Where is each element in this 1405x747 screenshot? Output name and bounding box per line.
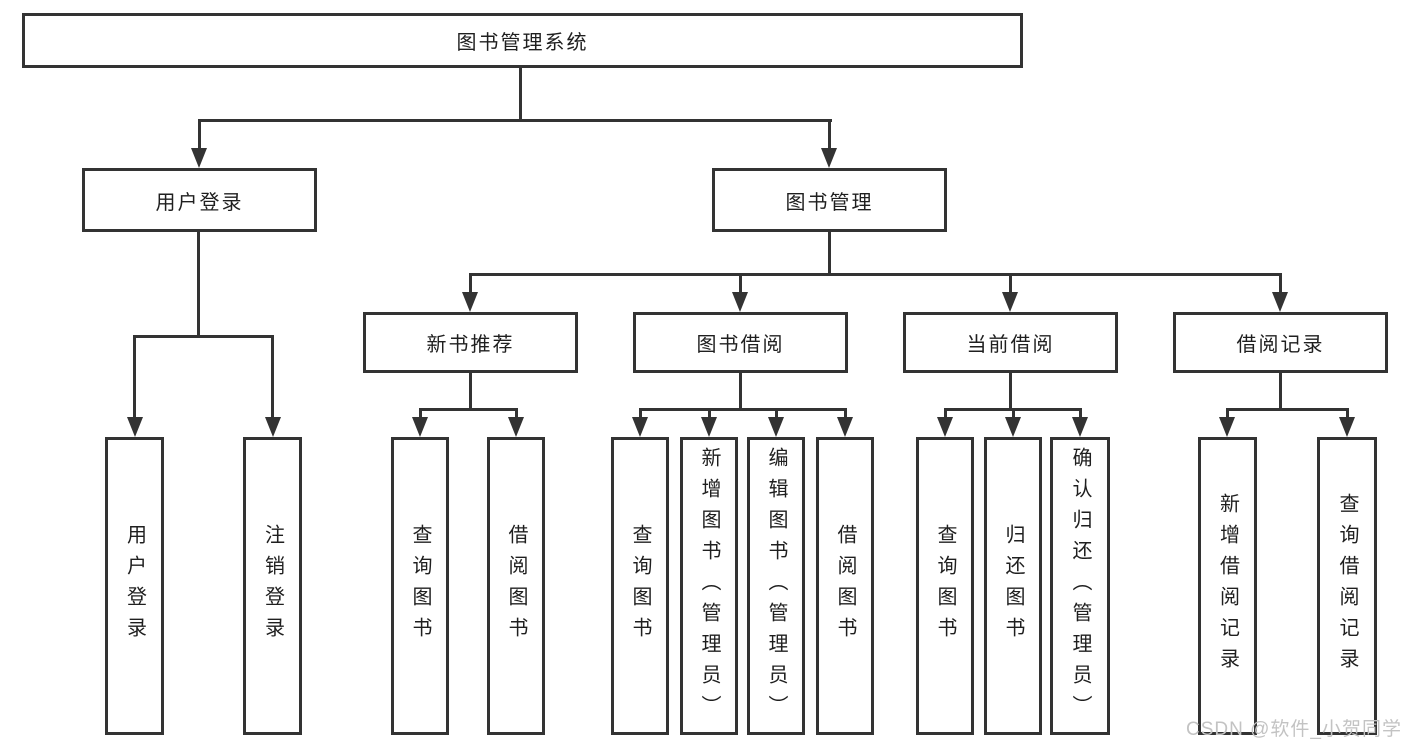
arrowhead-icon: [768, 417, 784, 437]
arrowhead-icon: [1002, 292, 1018, 312]
arrowhead-icon: [412, 417, 428, 437]
connector-borrowing-bar: [639, 408, 847, 411]
connector-user-login-stem: [197, 232, 200, 338]
arrowhead-icon: [1272, 292, 1288, 312]
node-library-management-system: 图书管理系统: [22, 13, 1023, 68]
leaf-query-books: 查询图书: [391, 437, 449, 735]
connector-shaft: [133, 335, 136, 420]
connector-newbook-bar: [419, 408, 518, 411]
arrowhead-icon: [191, 148, 207, 168]
arrowhead-icon: [462, 292, 478, 312]
arrowhead-icon: [1339, 417, 1355, 437]
connector-current-stem: [1009, 373, 1012, 411]
arrowhead-icon: [701, 417, 717, 437]
node-book-management: 图书管理: [712, 168, 947, 232]
connector-borrowing-stem: [739, 373, 742, 411]
connector-shaft: [828, 119, 831, 152]
connector-shaft: [1012, 408, 1015, 421]
connector-shaft: [1346, 408, 1349, 421]
arrowhead-icon: [937, 417, 953, 437]
connector-root-stem: [519, 68, 522, 122]
leaf-return-books: 归还图书: [984, 437, 1042, 735]
watermark: CSDN @软件_小贺同学: [1186, 719, 1402, 740]
leaf-borrow-books: 借阅图书: [816, 437, 874, 735]
arrowhead-icon: [632, 417, 648, 437]
arrowhead-icon: [732, 292, 748, 312]
connector-shaft: [515, 408, 518, 421]
leaf-logout: 注销登录: [243, 437, 302, 735]
connector-level1-bar: [198, 119, 832, 122]
connector-shaft: [739, 273, 742, 297]
leaf-query-books: 查询图书: [916, 437, 974, 735]
connector-book-mgmt-stem: [828, 232, 831, 276]
node-new-book-recommendation: 新书推荐: [363, 312, 578, 373]
leaf-query-borrow-record: 查询借阅记录: [1317, 437, 1377, 735]
arrowhead-icon: [1219, 417, 1235, 437]
connector-shaft: [469, 273, 472, 297]
connector-shaft: [198, 119, 201, 152]
leaf-edit-books-admin: 编辑图书（管理员）: [747, 437, 805, 735]
connector-user-login-bar: [133, 335, 274, 338]
connector-shaft: [1009, 273, 1012, 297]
connector-shaft: [639, 408, 642, 421]
connector-records-stem: [1279, 373, 1282, 411]
node-user-login: 用户登录: [82, 168, 317, 232]
connector-shaft: [1226, 408, 1229, 421]
connector-shaft: [419, 408, 422, 421]
leaf-query-books: 查询图书: [611, 437, 669, 735]
leaf-borrow-books: 借阅图书: [487, 437, 545, 735]
connector-shaft: [775, 408, 778, 421]
node-borrowing-records: 借阅记录: [1173, 312, 1388, 373]
node-book-borrowing: 图书借阅: [633, 312, 848, 373]
connector-shaft: [844, 408, 847, 421]
connector-shaft: [1279, 273, 1282, 297]
leaf-confirm-return-admin: 确认归还（管理员）: [1050, 437, 1110, 735]
leaf-add-borrow-record: 新增借阅记录: [1198, 437, 1257, 735]
arrowhead-icon: [821, 148, 837, 168]
node-current-borrowing: 当前借阅: [903, 312, 1118, 373]
connector-shaft: [944, 408, 947, 421]
connector-shaft: [1079, 408, 1082, 421]
connector-records-bar: [1226, 408, 1349, 411]
arrowhead-icon: [837, 417, 853, 437]
connector-newbook-stem: [469, 373, 472, 411]
connector-shaft: [271, 335, 274, 420]
arrowhead-icon: [508, 417, 524, 437]
arrowhead-icon: [1072, 417, 1088, 437]
leaf-user-login: 用户登录: [105, 437, 164, 735]
connector-shaft: [708, 408, 711, 421]
arrowhead-icon: [127, 417, 143, 437]
leaf-add-books-admin: 新增图书（管理员）: [680, 437, 738, 735]
arrowhead-icon: [265, 417, 281, 437]
connector-level3-bar: [469, 273, 1282, 276]
arrowhead-icon: [1005, 417, 1021, 437]
